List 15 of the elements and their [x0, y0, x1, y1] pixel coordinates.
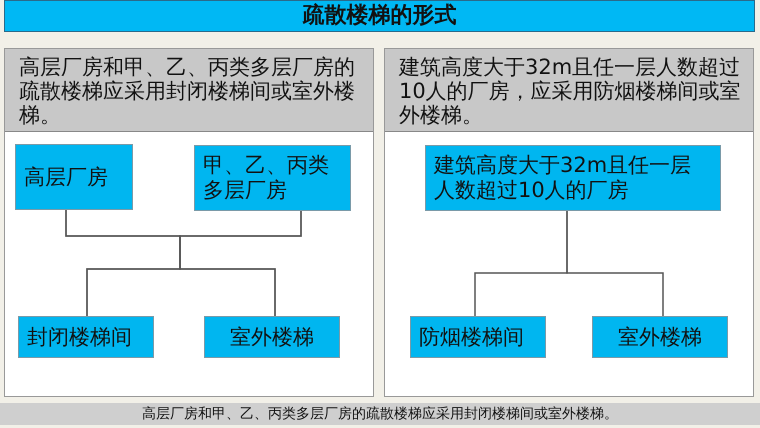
process-box: 室外楼梯 [204, 316, 340, 358]
panel-heading: 建筑高度大于32m且任一层人数超过10人的厂房，应采用防烟楼梯间或室外楼梯。 [385, 49, 753, 132]
connector-line [179, 211, 302, 316]
process-box: 封闭楼梯间 [18, 316, 154, 358]
panel-heading: 高层厂房和甲、乙、丙类多层厂房的疏散楼梯应采用封闭楼梯间或室外楼梯。 [5, 49, 373, 132]
connector-line [566, 211, 664, 316]
process-box: 防烟楼梯间 [410, 316, 546, 358]
process-box: 建筑高度大于32m且任一层人数超过10人的厂房 [425, 145, 721, 211]
panel [384, 48, 754, 397]
process-box: 室外楼梯 [592, 316, 728, 358]
process-box: 高层厂房 [15, 144, 133, 210]
caption-bar: 高层厂房和甲、乙、丙类多层厂房的疏散楼梯应采用封闭楼梯间或室外楼梯。 [0, 403, 760, 425]
panel [4, 48, 374, 397]
title-banner: 疏散楼梯的形式 [4, 0, 755, 32]
process-box: 甲、乙、丙类多层厂房 [194, 145, 351, 211]
